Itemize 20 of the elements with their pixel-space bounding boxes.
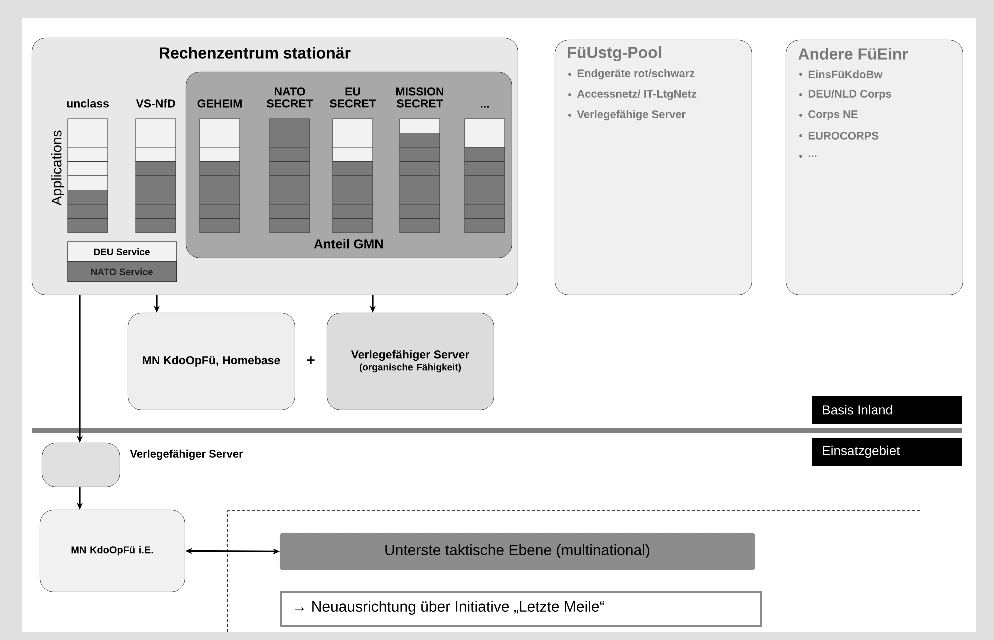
process-box: MN KdoOpFü i.E. [40, 510, 186, 592]
node-label: Verlegefähiger Server [130, 450, 244, 460]
column-header: unclass [67, 99, 109, 108]
column-header: MISSION SECRET [396, 88, 444, 108]
process-box: MN KdoOpFü, Homebase [128, 313, 296, 410]
server-box: Verlegefähiger Server [42, 443, 244, 488]
column-header: NATO SECRET [267, 88, 314, 108]
column-header: EU SECRET [330, 88, 376, 108]
plus-sign: + [307, 356, 315, 364]
column-header: VS-NfD [136, 99, 176, 108]
level-box: Unterste taktische Ebene (multinational) [280, 533, 756, 570]
column-header: GEHEIM [198, 100, 242, 108]
zone-label: Einsatzgebiet [812, 438, 962, 466]
list-box: FüUstg-Pool Endgeräte rot/schwarz Accessnetz/ IT-LtgNetz Verlegefähige Server [555, 40, 752, 296]
list-box: Andere FüEinr EinsFüKdoBw DEU/NLD Corps Corps NE EUROCORPS ... [786, 40, 964, 296]
column-header: ... [481, 106, 489, 108]
process-box: Verlegefähiger Server (organische Fähigkeit) [327, 313, 494, 410]
note-box: → Neuausrichtung über Initiative „Letzte Meile“ [280, 591, 762, 627]
zone-label: Basis Inland [812, 396, 962, 424]
axis-label: Applications [51, 130, 65, 206]
